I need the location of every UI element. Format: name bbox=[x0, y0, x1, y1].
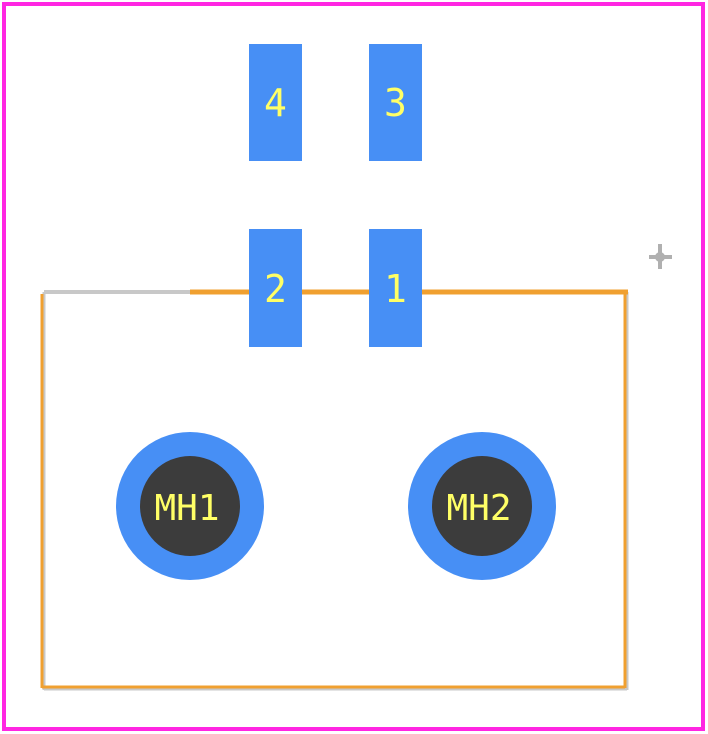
mounting-hole-mh2: MH2 bbox=[408, 432, 556, 580]
pad-2: 2 bbox=[249, 229, 302, 347]
pad-3: 3 bbox=[369, 44, 422, 161]
pad-number-label: 2 bbox=[264, 267, 287, 311]
pad-1: 1 bbox=[369, 229, 422, 347]
mounting-hole-mh1: MH1 bbox=[116, 432, 264, 580]
pad-number-label: 1 bbox=[384, 267, 407, 311]
mounting-hole-label: MH2 bbox=[446, 488, 511, 529]
pad-number-label: 3 bbox=[384, 81, 407, 125]
mounting-hole-label: MH1 bbox=[154, 488, 219, 529]
pad-4: 4 bbox=[249, 44, 302, 161]
crosshair-origin-icon bbox=[649, 244, 672, 269]
pad-number-label: 4 bbox=[264, 81, 287, 125]
